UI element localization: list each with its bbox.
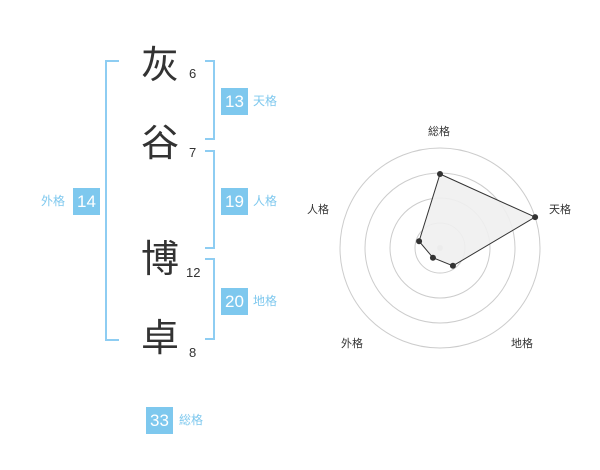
radar-point-3 [449, 262, 456, 269]
radar-axis-label-gaikaku: 外格 [341, 337, 363, 350]
chikaku-label: 地格 [253, 294, 278, 308]
name-char-4: 卓 [140, 316, 179, 360]
gaikaku-label: 外格 [41, 194, 66, 208]
tenkaku-value-badge: 13 [221, 88, 248, 115]
tenkaku-label: 天格 [253, 94, 278, 108]
stroke-count-1: 6 [189, 66, 197, 81]
stroke-count-3: 12 [186, 265, 201, 280]
stroke-count-4: 8 [189, 345, 197, 360]
jinkaku-value-badge: 19 [221, 188, 248, 215]
radar-point-5 [416, 238, 423, 245]
jinkaku-label: 人格 [253, 194, 278, 208]
radar-axis-label-jinkaku: 人格 [307, 203, 329, 216]
soukaku-value-badge: 33 [146, 407, 173, 434]
gaikaku-bracket [105, 60, 119, 341]
soukaku-label: 総格 [179, 413, 204, 427]
radar-point-1 [437, 171, 443, 177]
gaikaku-value-badge: 14 [73, 188, 100, 215]
name-char-2: 谷 [140, 121, 179, 165]
radar-axis-label-tenkaku: 天格 [549, 203, 571, 216]
chikaku-bracket [205, 258, 215, 340]
name-char-1: 灰 [140, 43, 179, 87]
radar-ring [339, 147, 541, 349]
radar-axis-label-chikaku: 地格 [511, 337, 533, 350]
radar-polygon [418, 173, 537, 267]
name-char-3: 博 [140, 237, 179, 281]
chikaku-value-badge: 20 [221, 288, 248, 315]
jinkaku-bracket [205, 150, 215, 249]
radar-point-4 [429, 254, 436, 261]
tenkaku-bracket [205, 60, 215, 140]
stroke-count-2: 7 [189, 145, 197, 160]
radar-point-2 [532, 214, 539, 221]
radar-axis-label-soukaku: 総格 [428, 125, 450, 138]
